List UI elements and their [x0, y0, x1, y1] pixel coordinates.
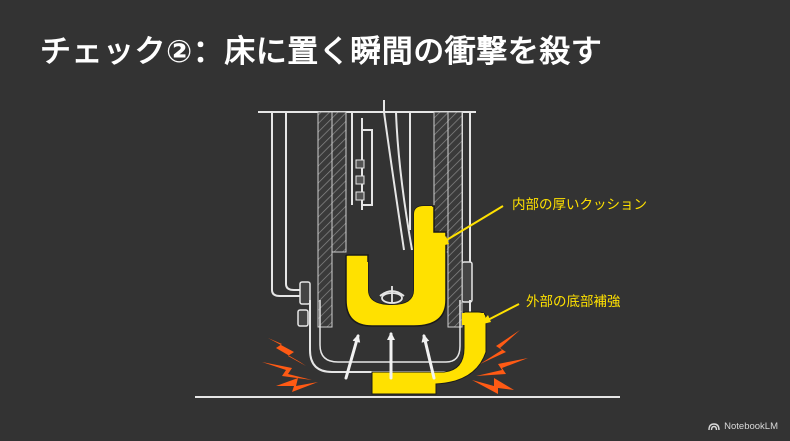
camera-dial [355, 159, 365, 201]
inner-shell-hatched [317, 111, 463, 328]
callout-inner-cushion: 内部の厚いクッション [512, 197, 647, 213]
callout-leader-outer-arrowhead [479, 315, 491, 325]
callout-leader-inner [439, 205, 504, 245]
callout-leader-outer [483, 303, 520, 323]
brand-name: NotebookLM [724, 421, 778, 432]
callout-outer-reinforcement: 外部の底部補強 [526, 294, 621, 310]
tripod-mount [379, 286, 405, 304]
camera-body [351, 100, 413, 251]
impact-arrows [344, 332, 436, 380]
callout-leader-inner-arrowhead [436, 236, 449, 247]
slide-title: チェック②：床に置く瞬間の衝撃を殺す [40, 34, 603, 70]
notebooklm-logo-icon [708, 423, 720, 431]
impact-burst-left [262, 338, 318, 392]
outer-bottom-reinforcement-yellow [371, 311, 487, 395]
brand-watermark: NotebookLM [708, 421, 778, 432]
impact-burst-right [472, 330, 528, 394]
outer-bottom-reinforcement-right [462, 313, 484, 325]
